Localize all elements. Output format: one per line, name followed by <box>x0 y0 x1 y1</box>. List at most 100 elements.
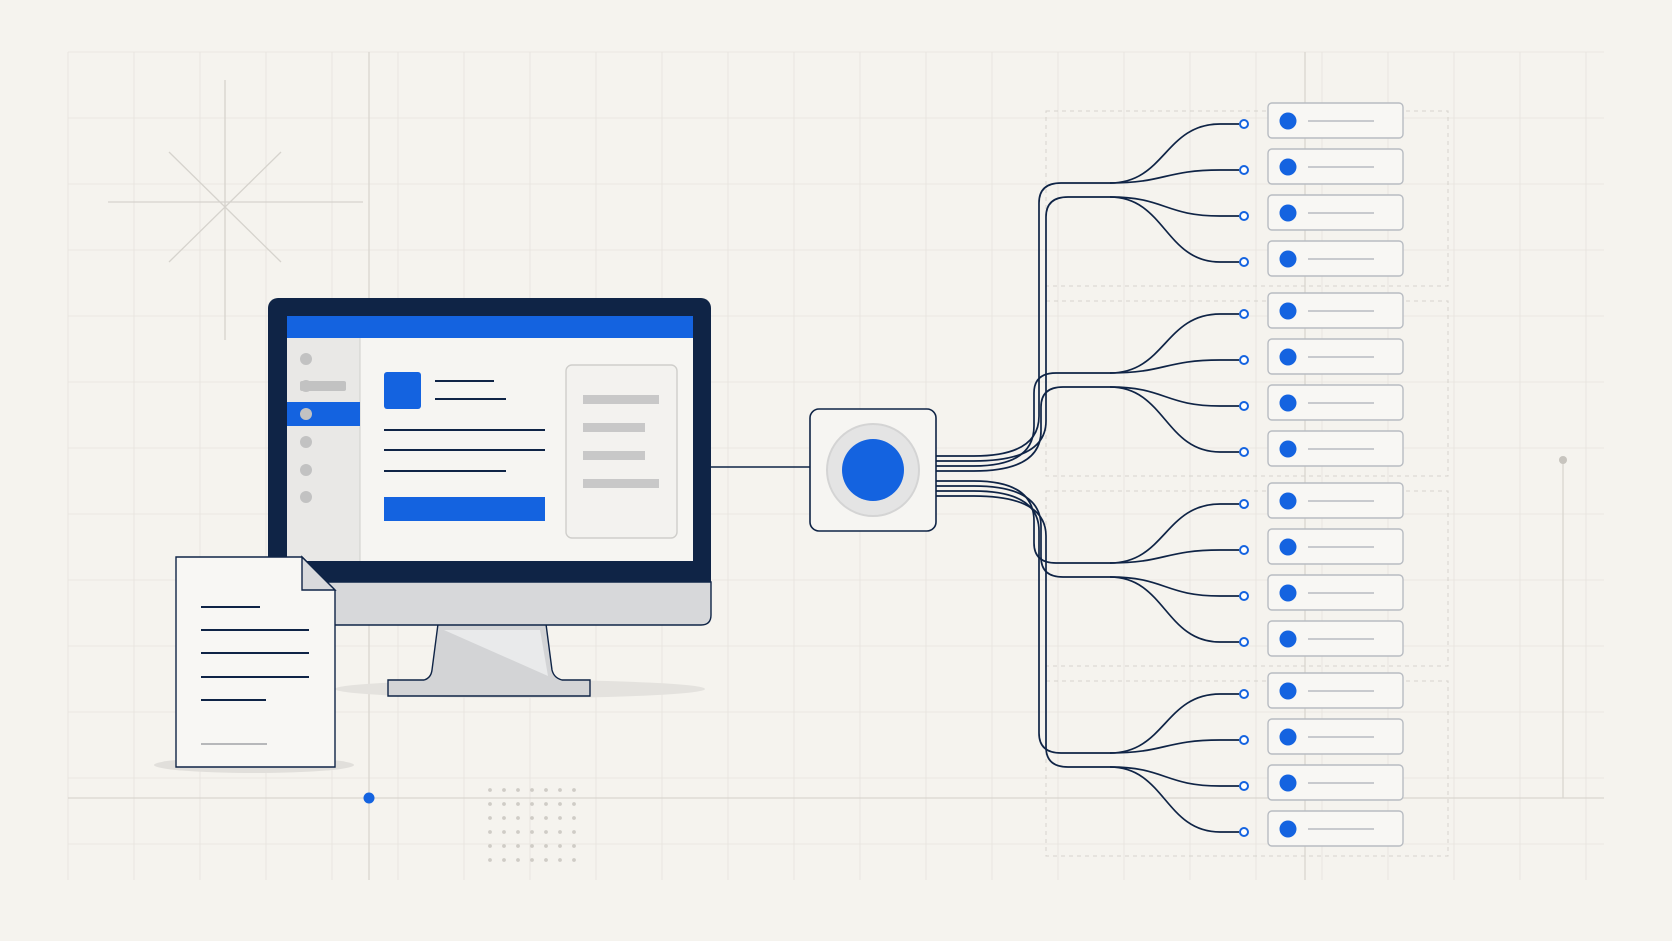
branch-endpoint <box>1239 211 1249 221</box>
pattern-dot <box>502 788 506 792</box>
trunk-line <box>936 196 1110 462</box>
pattern-dot <box>516 802 520 806</box>
pattern-dot <box>516 816 520 820</box>
document-lines <box>201 606 309 701</box>
sidebar-dot <box>300 353 312 365</box>
pattern-dot <box>572 858 576 862</box>
hub-core <box>842 439 904 501</box>
pattern-dot <box>572 844 576 848</box>
pattern-dot <box>516 788 520 792</box>
output-card <box>1267 764 1404 801</box>
pattern-dot <box>530 788 534 792</box>
side-panel-lines <box>583 395 659 488</box>
status-dot-icon <box>1279 630 1297 648</box>
branch-line <box>1109 576 1239 643</box>
pattern-dot <box>558 830 562 834</box>
branch-line <box>1109 386 1239 453</box>
document-page <box>175 556 336 768</box>
output-card <box>1267 528 1404 565</box>
branch-endpoint <box>1239 827 1249 837</box>
branch-endpoint <box>1239 637 1249 647</box>
output-card <box>1267 482 1404 519</box>
pattern-dot <box>502 802 506 806</box>
group-frame <box>1045 110 1449 287</box>
app-sidebar <box>287 338 360 561</box>
trunk-line <box>936 485 1110 578</box>
pattern-dot <box>530 816 534 820</box>
branch-line <box>1109 123 1239 184</box>
pattern-dot <box>530 858 534 862</box>
output-card <box>1267 292 1404 329</box>
status-dot-icon <box>1279 538 1297 556</box>
output-card <box>1267 384 1404 421</box>
pattern-dot <box>572 802 576 806</box>
sidebar-dot <box>300 436 312 448</box>
output-card <box>1267 102 1404 139</box>
document-icon <box>154 555 354 773</box>
branch-line <box>1109 196 1239 263</box>
status-dot-icon <box>1279 440 1297 458</box>
branch-endpoint <box>1239 447 1249 457</box>
pattern-dot <box>502 816 506 820</box>
pattern-dot <box>572 830 576 834</box>
branch-endpoint <box>1239 499 1249 509</box>
sidebar-dot <box>300 491 312 503</box>
output-card <box>1267 194 1404 231</box>
output-card <box>1267 240 1404 277</box>
output-card <box>1267 148 1404 185</box>
output-card <box>1267 672 1404 709</box>
branch-line <box>1109 766 1239 787</box>
pattern-dot <box>502 844 506 848</box>
pattern-dot <box>488 830 492 834</box>
sidebar-item-active <box>287 402 360 426</box>
status-dot-icon <box>1279 820 1297 838</box>
status-dot-icon <box>1279 682 1297 700</box>
content-avatar-square <box>384 372 421 409</box>
pattern-dot <box>572 788 576 792</box>
status-dot-icon <box>1279 774 1297 792</box>
sidebar-dot <box>300 464 312 476</box>
status-dot-icon <box>1279 492 1297 510</box>
pattern-dot <box>544 802 548 806</box>
branch-line <box>1109 766 1239 833</box>
output-card <box>1267 620 1404 657</box>
output-card <box>1267 810 1404 847</box>
trunk-line <box>936 386 1110 472</box>
output-card <box>1267 574 1404 611</box>
output-cards <box>1267 102 1404 847</box>
pattern-dot <box>502 858 506 862</box>
output-card <box>1267 718 1404 755</box>
branch-line <box>1109 196 1239 217</box>
pattern-dot <box>558 858 562 862</box>
pattern-dot <box>530 802 534 806</box>
status-dot-icon <box>1279 348 1297 366</box>
document-fold <box>301 555 337 591</box>
hub-node <box>809 408 937 532</box>
guide-node-right <box>1559 456 1567 464</box>
status-dot-icon <box>1279 112 1297 130</box>
monitor <box>267 298 712 698</box>
branch-endpoint <box>1239 309 1249 319</box>
branch-endpoint <box>1239 401 1249 411</box>
status-dot-icon <box>1279 158 1297 176</box>
branch-endpoint <box>1239 545 1249 555</box>
branch-line <box>1109 359 1239 374</box>
pattern-dot <box>572 816 576 820</box>
status-dot-icon <box>1279 302 1297 320</box>
branch-line <box>1109 503 1239 564</box>
status-dot-icon <box>1279 250 1297 268</box>
sparkle-icon <box>108 80 363 340</box>
branch-endpoint <box>1239 781 1249 791</box>
branch-endpoint <box>1239 119 1249 129</box>
dot-pattern <box>488 788 576 862</box>
output-card <box>1267 338 1404 375</box>
branch-line <box>1109 693 1239 754</box>
pattern-dot <box>488 788 492 792</box>
pattern-dot <box>558 844 562 848</box>
pattern-dot <box>544 788 548 792</box>
pattern-dot <box>558 802 562 806</box>
branch-endpoint <box>1239 355 1249 365</box>
branch-line <box>1109 386 1239 407</box>
